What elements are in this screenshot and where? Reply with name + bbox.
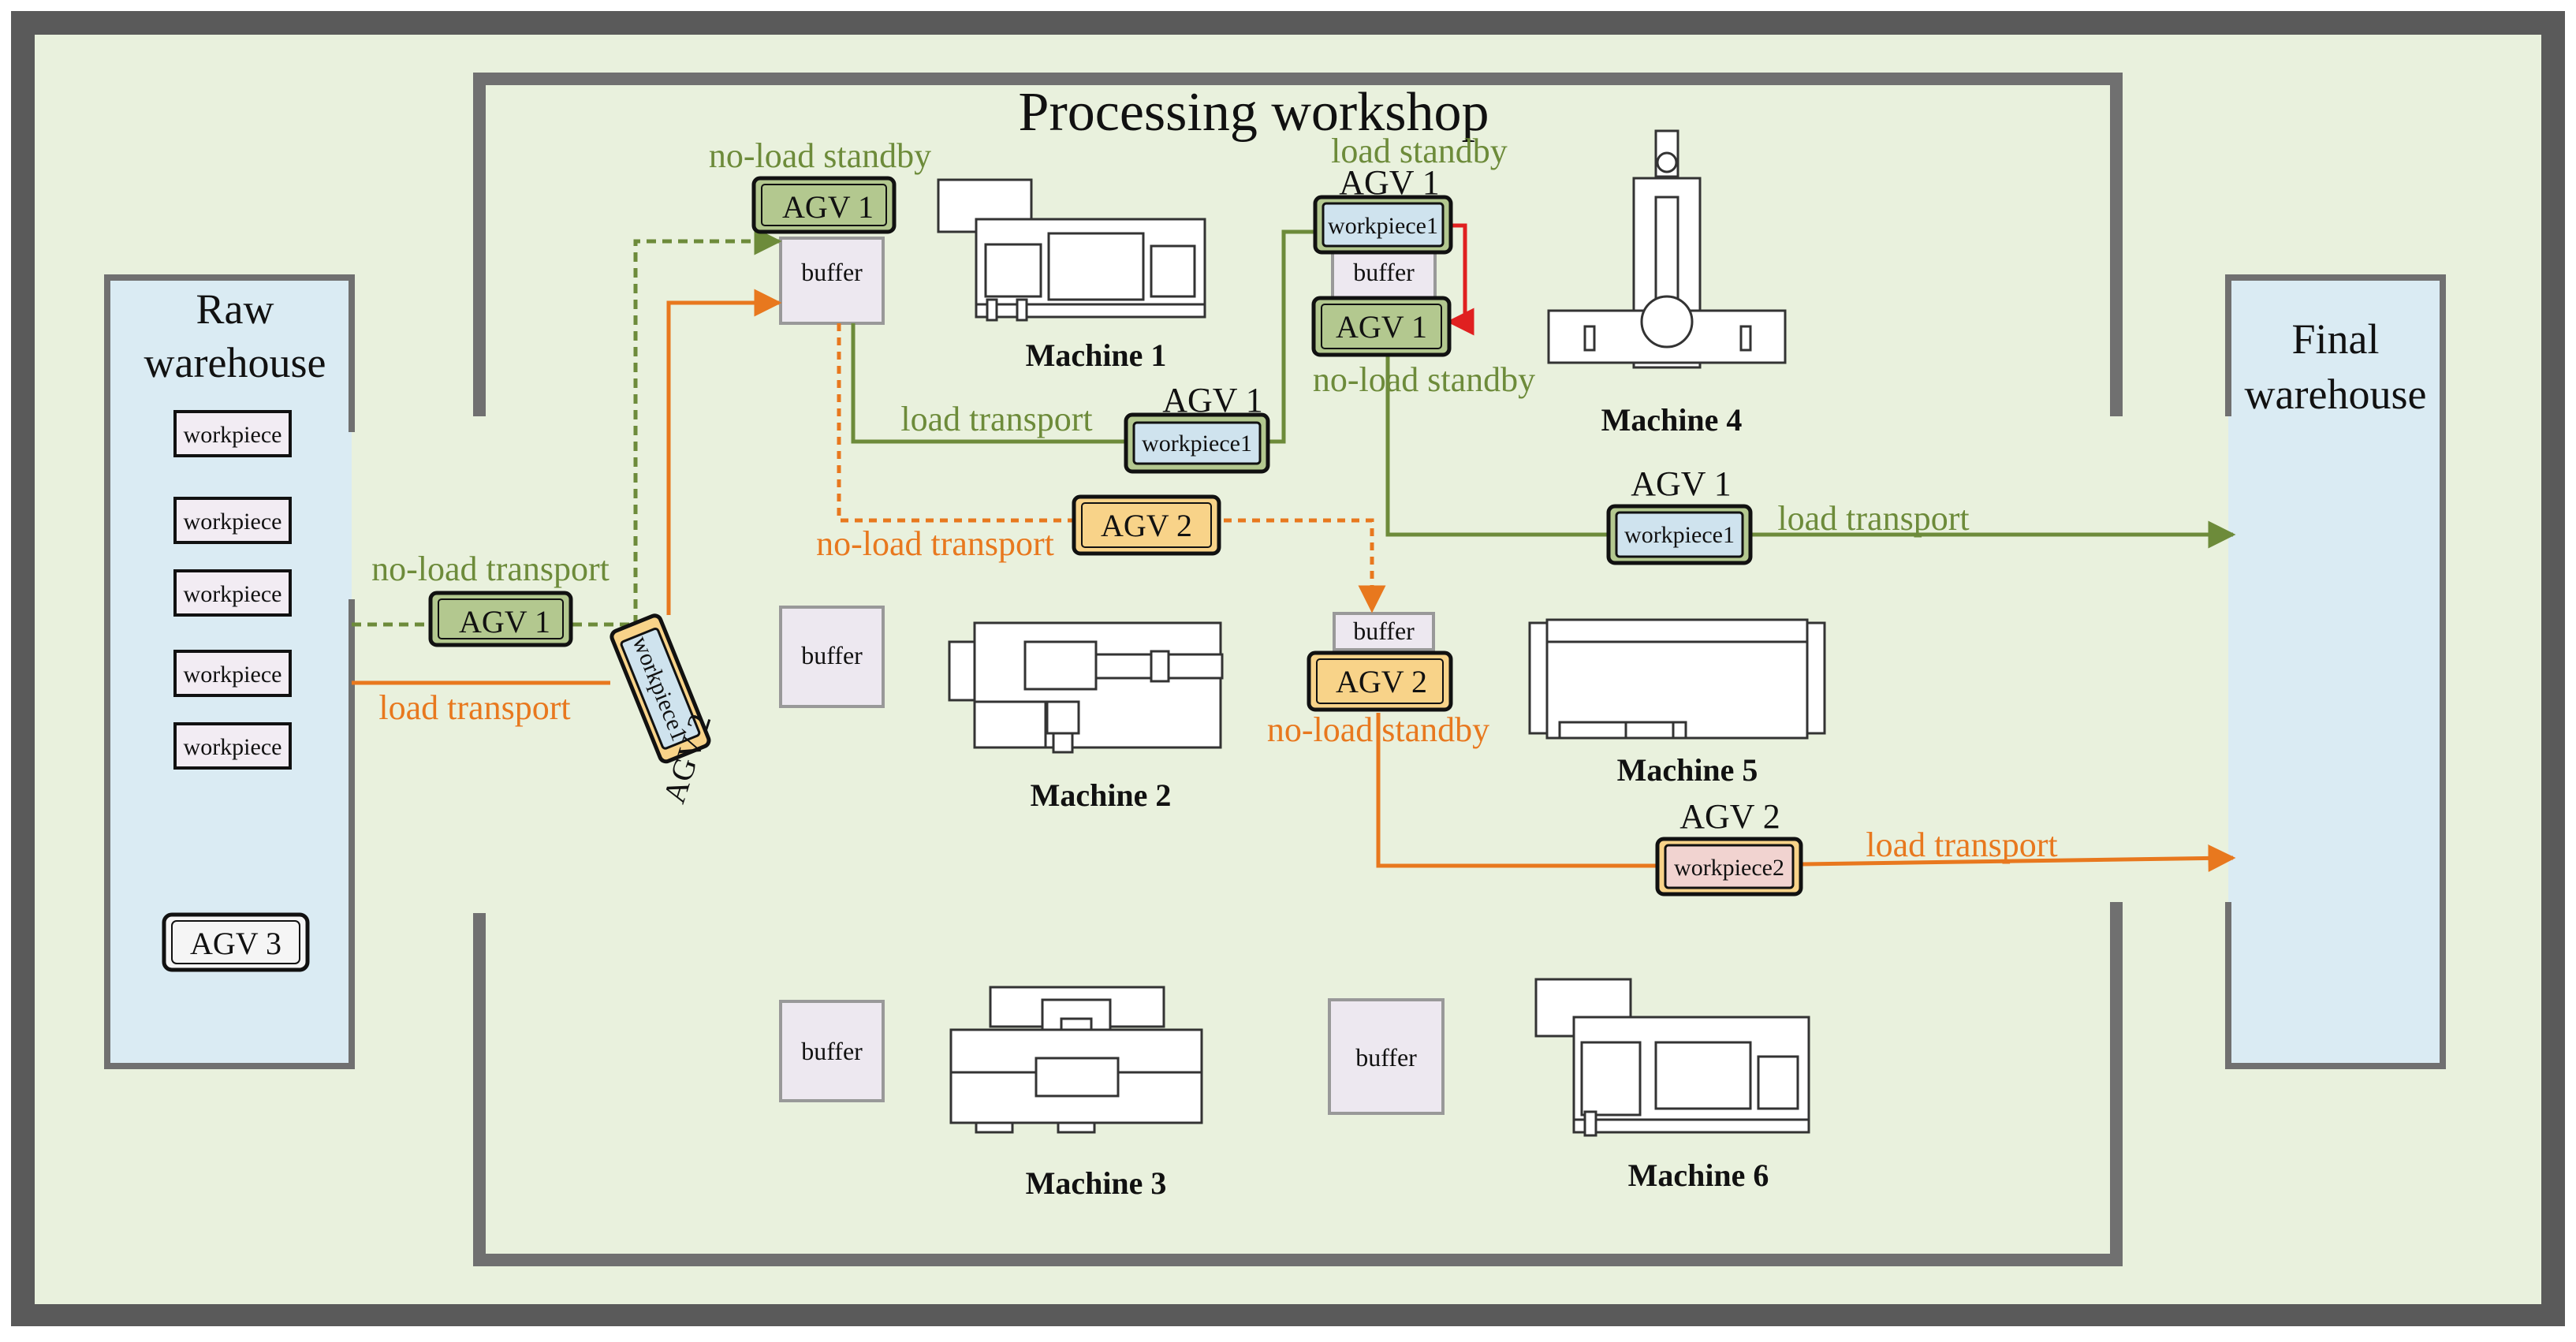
agv2-routes: [352, 289, 2236, 872]
machine-5-drawing: [1528, 618, 1826, 740]
agv1-raw-vehicle: AGV 1: [428, 591, 573, 647]
label-load-transport-final-1: load transport: [1777, 499, 1969, 538]
svg-text:buffer: buffer: [801, 641, 863, 669]
label-noload-standby-2: no-load standby: [1267, 710, 1489, 749]
agv1-mid-vehicle: workpiece1: [1124, 412, 1270, 474]
label-load-standby-m4: load standby: [1331, 132, 1508, 170]
final-warehouse-label-2: warehouse: [2245, 371, 2427, 418]
machine-1-label: Machine 1: [1026, 337, 1167, 373]
label-load-transport-final-2: load transport: [1866, 826, 2057, 864]
raw-workpiece-stack: workpiece workpiece workpiece workpiece …: [173, 410, 292, 770]
label-noload-standby-1: no-load standby: [709, 136, 931, 175]
final-warehouse: Final warehouse: [2225, 274, 2446, 1069]
label-noload-transport-2: no-load transport: [816, 524, 1054, 563]
svg-text:buffer: buffer: [801, 258, 863, 286]
machine-6-drawing: [1534, 978, 1810, 1137]
raw-workpiece: workpiece: [173, 650, 292, 697]
raw-workpiece: workpiece: [173, 569, 292, 617]
svg-text:buffer: buffer: [1355, 1043, 1417, 1072]
machine-2-drawing: [948, 621, 1224, 754]
raw-workpiece: workpiece: [173, 722, 292, 770]
svg-text:buffer: buffer: [1353, 617, 1415, 645]
machine-5-label: Machine 5: [1617, 752, 1758, 788]
buffer-m1: buffer: [779, 237, 885, 325]
agv1-swap-arrow: [1446, 223, 1474, 336]
svg-text:AGV 1: AGV 1: [1336, 309, 1427, 345]
agv1-m4-bottom-vehicle: AGV 1: [1311, 296, 1452, 357]
machine-1-drawing: [937, 178, 1206, 322]
svg-text:workpiece1: workpiece1: [1328, 213, 1438, 239]
svg-text:workpiece1: workpiece1: [1142, 431, 1252, 457]
agv3-vehicle: AGV 3: [162, 912, 310, 972]
machine-3-drawing: [949, 986, 1203, 1134]
svg-text:workpiece: workpiece: [184, 422, 282, 448]
label-load-transport-mid: load transport: [900, 400, 1092, 438]
final-warehouse-label-1: Final: [2291, 315, 2379, 363]
svg-text:workpiece: workpiece: [184, 581, 282, 607]
raw-workpiece: workpiece: [173, 410, 292, 457]
svg-text:workpiece: workpiece: [184, 662, 282, 688]
agv1-m4-top-vehicle: workpiece1: [1313, 195, 1453, 255]
agv1-standby-vehicle: AGV 1: [751, 176, 897, 234]
svg-text:workpiece: workpiece: [184, 509, 282, 535]
svg-text:AGV 2: AGV 2: [1101, 508, 1192, 543]
label-load-transport-raw: load transport: [378, 688, 570, 727]
svg-text:buffer: buffer: [1353, 258, 1415, 286]
buffer-m6: buffer: [1328, 998, 1445, 1115]
raw-warehouse-label-2: warehouse: [144, 339, 326, 386]
workshop-title: Processing workshop: [1019, 82, 1489, 143]
machine-6-label: Machine 6: [1628, 1157, 1769, 1193]
agv2-final-label: AGV 2: [1679, 797, 1780, 836]
agv2-final-vehicle: workpiece2: [1655, 837, 1803, 897]
svg-text:AGV 2: AGV 2: [1336, 664, 1427, 699]
svg-text:workpiece2: workpiece2: [1674, 855, 1784, 881]
raw-workpiece: workpiece: [173, 497, 292, 544]
svg-text:AGV 3: AGV 3: [190, 926, 281, 961]
label-noload-standby-m4: no-load standby: [1313, 360, 1535, 399]
floor-area: [35, 35, 2541, 1304]
label-noload-transport-1: no-load transport: [371, 550, 610, 588]
machine-4-drawing: [1547, 129, 1787, 369]
machine-3-label: Machine 3: [1026, 1165, 1167, 1201]
svg-text:workpiece1: workpiece1: [1624, 522, 1735, 548]
svg-text:buffer: buffer: [801, 1037, 863, 1065]
agv1-final-label: AGV 1: [1631, 464, 1732, 503]
agv2-standby-vehicle: AGV 2: [1307, 650, 1453, 712]
buffer-m4: buffer: [1331, 248, 1437, 300]
machine-2-label: Machine 2: [1031, 777, 1172, 813]
agv1-final-vehicle: workpiece1: [1606, 504, 1753, 565]
workshop-walls: [473, 73, 2123, 1266]
svg-text:workpiece: workpiece: [184, 734, 282, 760]
buffer-m5: buffer: [1333, 612, 1435, 651]
svg-text:AGV 1: AGV 1: [782, 189, 874, 225]
buffer-m3: buffer: [779, 1000, 885, 1102]
svg-text:AGV 1: AGV 1: [459, 604, 550, 639]
agv2-mid-vehicle: AGV 2: [1072, 494, 1221, 556]
machine-4-label: Machine 4: [1601, 402, 1743, 438]
buffer-m2: buffer: [779, 606, 885, 708]
raw-warehouse-label-1: Raw: [196, 285, 274, 333]
